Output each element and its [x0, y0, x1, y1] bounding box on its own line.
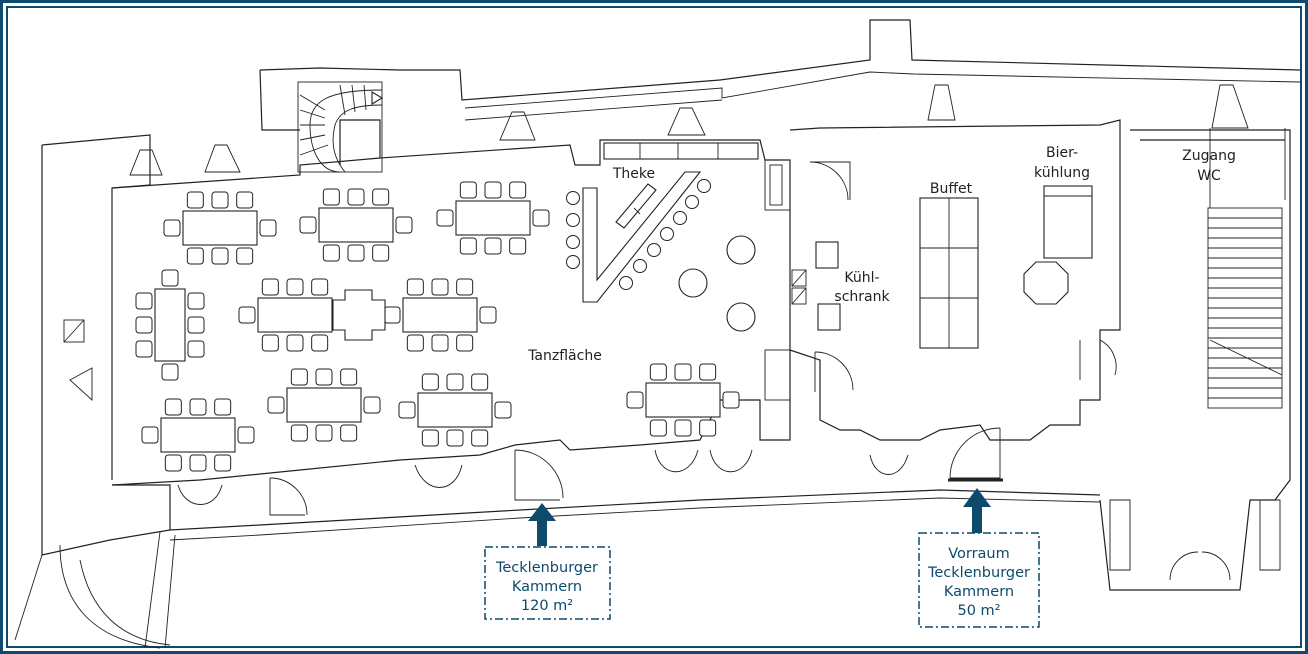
cross-table	[332, 289, 386, 341]
table-with-chairs	[626, 363, 740, 437]
standing-tables	[678, 235, 756, 332]
callout-vorraum-line2: Tecklenburger	[927, 565, 1030, 581]
theke-bar	[582, 142, 759, 303]
label-wc-1: Zugang	[1182, 148, 1236, 164]
bar-stool	[619, 276, 633, 290]
label-bier-1: Bier-	[1046, 145, 1078, 161]
label-kuehl-2: schrank	[834, 289, 890, 305]
table-with-chairs	[398, 373, 512, 447]
label-theke: Theke	[612, 166, 655, 182]
bar-stool	[566, 235, 580, 249]
wall-pillars	[63, 84, 1249, 402]
bottom-niches	[177, 449, 1281, 571]
entrance-arrow-main	[528, 503, 556, 546]
callout-vorraum-line1: Vorraum	[948, 546, 1010, 562]
label-wc-2: WC	[1197, 168, 1221, 184]
table-with-chairs	[436, 181, 550, 255]
label-buffet: Buffet	[930, 181, 973, 197]
partition	[764, 159, 791, 401]
wc-stair	[1207, 128, 1286, 409]
bar-stool	[566, 213, 580, 227]
callout-box-main	[484, 546, 611, 620]
table-with-chairs	[299, 188, 413, 262]
vorraum-furniture	[791, 185, 1093, 349]
bar-stool	[566, 191, 580, 205]
callout-box-vorraum	[918, 532, 1040, 628]
bar-stool	[697, 179, 711, 193]
table-with-chairs	[383, 278, 497, 352]
building-walls	[14, 19, 1301, 649]
entrance-arrow-vorraum	[963, 488, 991, 533]
callout-main-line1: Tecklenburger	[495, 560, 598, 576]
callout-vorraum-line4: 50 m²	[958, 603, 1001, 619]
bar-stool	[647, 243, 661, 257]
callout-main-line2: Kammern	[512, 579, 582, 595]
label-tanzflaeche: Tanzfläche	[527, 348, 602, 364]
bar-stools	[566, 179, 711, 290]
dining-tables	[135, 181, 740, 472]
inner-frame	[6, 6, 1302, 648]
bar-stool	[660, 227, 674, 241]
bar-stool	[566, 255, 580, 269]
table-with-chairs	[141, 398, 255, 472]
label-bier-2: kühlung	[1034, 165, 1090, 181]
table-with-chairs	[135, 269, 205, 381]
bar-stool	[633, 259, 647, 273]
bar-stool	[673, 211, 687, 225]
table-with-chairs	[267, 368, 381, 442]
label-kuehl-1: Kühl-	[844, 270, 879, 286]
callout-main-line3: 120 m²	[521, 598, 573, 614]
spiral-stair	[297, 81, 384, 173]
bar-stool	[685, 195, 699, 209]
doors	[269, 161, 1231, 581]
table-with-chairs	[163, 191, 277, 265]
callout-vorraum-line3: Kammern	[944, 584, 1014, 600]
